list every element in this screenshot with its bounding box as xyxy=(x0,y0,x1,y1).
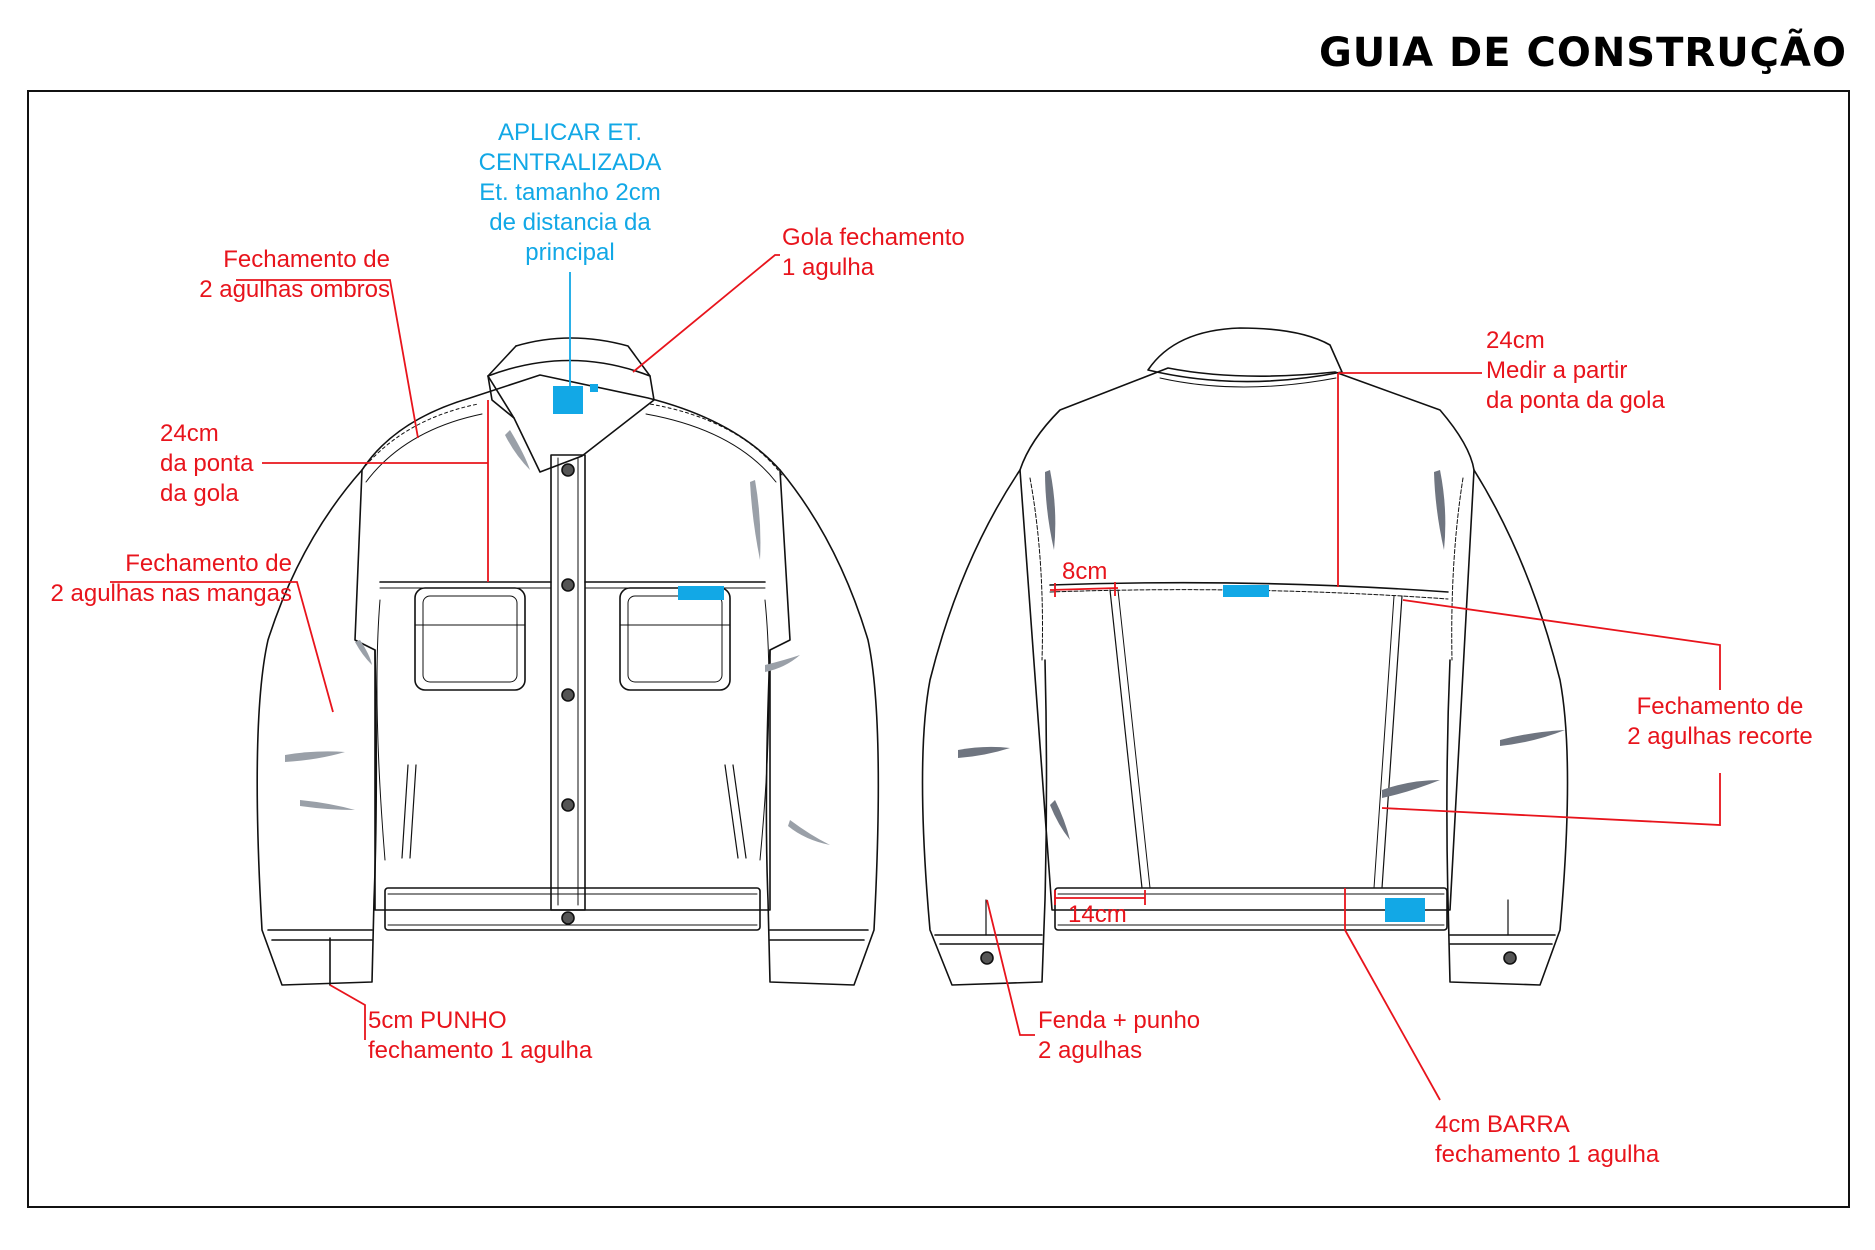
annotation-line: 2 agulhas ombros xyxy=(199,276,390,303)
back-left-cuff-button xyxy=(980,951,994,965)
annotation-back-yoke: 24cm Medir a partir da ponta da gola xyxy=(1486,326,1665,416)
annotation-line: 1 agulha xyxy=(782,254,875,281)
drawing-frame xyxy=(27,90,1850,1208)
annotation-line: 2 agulhas xyxy=(1038,1037,1143,1064)
annotation-line: da ponta xyxy=(160,450,254,477)
label-tag-back-yoke xyxy=(1223,585,1269,597)
annotation-line: Fechamento de xyxy=(1636,693,1804,720)
annotation-line: fechamento 1 agulha xyxy=(1435,1141,1660,1168)
back-panel-seam-left xyxy=(1109,589,1143,889)
back-fold-shading xyxy=(958,470,1565,840)
annotation-line: 5cm PUNHO xyxy=(368,1007,507,1034)
annotation-line: Medir a partir xyxy=(1486,357,1628,384)
page-title: GUIA DE CONSTRUÇÃO xyxy=(1318,30,1847,76)
back-right-cuff-button xyxy=(1503,951,1517,965)
front-buttons xyxy=(561,463,575,925)
front-right-sleeve xyxy=(765,469,880,986)
back-left-sleeve xyxy=(921,469,1048,986)
annotation-line: Fechamento de xyxy=(223,246,390,273)
front-fold-shading xyxy=(285,430,830,845)
annotation-line: 14cm xyxy=(1068,901,1127,928)
label-tag-pocket xyxy=(678,586,724,600)
annotation-label-tag: APLICAR ET. CENTRALIZADA Et. tamanho 2cm… xyxy=(455,118,685,268)
label-tags xyxy=(553,384,1425,922)
annotation-line: 4cm BARRA xyxy=(1435,1111,1570,1138)
annotation-line: 2 agulhas recorte xyxy=(1627,723,1813,750)
front-collar xyxy=(487,359,655,473)
annotation-line: 24cm xyxy=(160,420,219,447)
annotation-line: 2 agulhas nas mangas xyxy=(50,580,293,607)
front-jacket xyxy=(256,337,880,986)
back-body-outline xyxy=(1019,367,1475,911)
annotation-hem: 4cm BARRA fechamento 1 agulha xyxy=(1435,1110,1659,1170)
annotation-line: de distancia da xyxy=(489,209,651,236)
annotation-back-panel-top: 8cm xyxy=(1062,557,1107,587)
front-left-sleeve xyxy=(256,469,378,986)
annotation-shoulders: Fechamento de 2 agulhas ombros xyxy=(150,245,390,305)
annotation-line: Gola fechamento xyxy=(782,224,965,251)
annotation-back-seams: Fechamento de 2 agulhas recorte xyxy=(1615,692,1825,752)
annotation-line: fechamento 1 agulha xyxy=(368,1037,593,1064)
annotation-line: APLICAR ET. xyxy=(497,119,643,146)
annotation-line: da gola xyxy=(160,480,239,507)
back-collar xyxy=(1147,327,1343,383)
annotation-line: principal xyxy=(525,239,615,266)
back-jacket xyxy=(921,327,1569,986)
back-right-sleeve xyxy=(1446,469,1569,986)
annotation-line: CENTRALIZADA xyxy=(478,149,662,176)
front-waistband xyxy=(384,887,761,931)
annotation-line: Fechamento de xyxy=(125,550,292,577)
annotation-line: da ponta da gola xyxy=(1486,387,1665,414)
annotation-back-panel-bottom: 14cm xyxy=(1068,900,1127,930)
annotation-leaders xyxy=(110,254,1721,1101)
front-left-pocket xyxy=(414,587,526,691)
back-waistband xyxy=(1054,887,1448,931)
annotation-line: 8cm xyxy=(1062,558,1108,585)
annotation-vent: Fenda + punho 2 agulhas xyxy=(1038,1006,1200,1066)
front-right-pocket xyxy=(619,587,731,691)
label-tag-collar-small xyxy=(590,384,598,392)
annotation-collar: Gola fechamento 1 agulha xyxy=(782,223,965,283)
annotation-line: Fenda + punho xyxy=(1038,1007,1201,1034)
annotation-cuff: 5cm PUNHO fechamento 1 agulha xyxy=(368,1006,592,1066)
label-tag-back-hem xyxy=(1385,898,1425,922)
annotation-sleeves: Fechamento de 2 agulhas nas mangas xyxy=(30,549,293,609)
front-placket xyxy=(550,454,586,911)
front-body-outline xyxy=(354,374,791,911)
label-tag-collar xyxy=(553,386,583,414)
back-panel-seam-right xyxy=(1381,595,1403,889)
annotation-line: Et. tamanho 2cm xyxy=(479,179,661,206)
annotation-line: 24cm xyxy=(1486,327,1545,354)
annotation-front-yoke: 24cm da ponta da gola xyxy=(160,419,253,509)
